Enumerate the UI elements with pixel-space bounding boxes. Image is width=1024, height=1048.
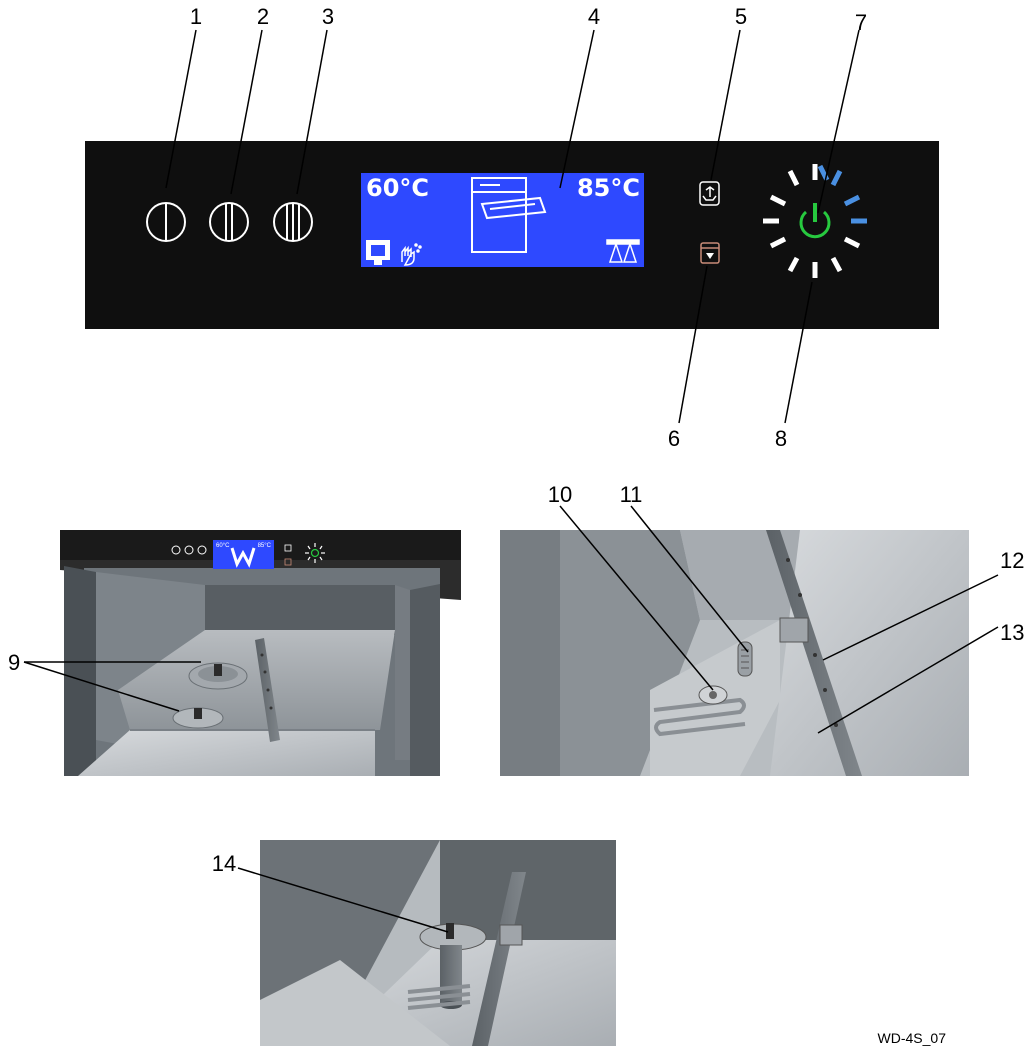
callout-8: 8	[775, 426, 787, 451]
callout-14-leader	[237, 867, 449, 933]
callout-10: 10	[548, 482, 572, 507]
mini-rinse-temperature: 85°C	[258, 543, 272, 549]
selector-knob-2[interactable]	[209, 202, 249, 242]
photo-left-callouts	[23, 661, 201, 712]
callout-1: 1	[190, 4, 202, 29]
hand-icon	[401, 243, 422, 266]
drain-pump-button[interactable]	[699, 181, 720, 206]
panel-callouts	[165, 29, 860, 424]
panel-callout-labels: 1 2 3 4 5 6 7 8	[190, 4, 867, 451]
callout-14: 14	[212, 851, 236, 876]
callout-2: 2	[257, 4, 269, 29]
callout-13: 13	[1000, 620, 1024, 645]
drain-button[interactable]	[700, 242, 720, 264]
status-led-ring	[763, 164, 867, 278]
lcd-display: 60°C 85°C	[361, 173, 644, 267]
photo-filter-detail	[500, 530, 969, 776]
mini-wash-temperature: 60°C	[216, 543, 230, 549]
power-button[interactable]	[763, 164, 867, 278]
selector-knob-1[interactable]	[146, 202, 186, 242]
callout-6: 6	[668, 426, 680, 451]
callout-4: 4	[588, 4, 600, 29]
wash-temperature: 60°C	[366, 174, 429, 202]
photo-open-dishwasher: 60°C 85°C	[60, 530, 461, 776]
dishwasher-icon	[471, 177, 547, 253]
heating-element	[653, 697, 746, 737]
photo-right-callouts	[559, 505, 999, 734]
power-icon	[799, 203, 831, 239]
selector-knob-3[interactable]	[273, 202, 313, 242]
callout-11: 11	[620, 482, 643, 507]
mini-power-icon	[305, 543, 325, 563]
figure-id: WD-4S_07	[878, 1030, 947, 1046]
mini-logo-icon	[230, 547, 256, 568]
callout-12: 12	[1000, 548, 1024, 573]
callout-7: 7	[855, 10, 867, 35]
spray-arm-icon	[606, 239, 640, 263]
photo-overflow-pipe	[260, 840, 616, 1046]
rinse-temperature: 85°C	[577, 174, 640, 202]
control-panel: 60°C 85°C	[85, 141, 939, 329]
callout-3: 3	[322, 4, 334, 29]
callout-9: 9	[8, 650, 20, 675]
photo-right-callout-labels: 10 11 12 13	[548, 482, 1024, 645]
detergent-icon	[366, 240, 390, 265]
callout-5: 5	[735, 4, 747, 29]
